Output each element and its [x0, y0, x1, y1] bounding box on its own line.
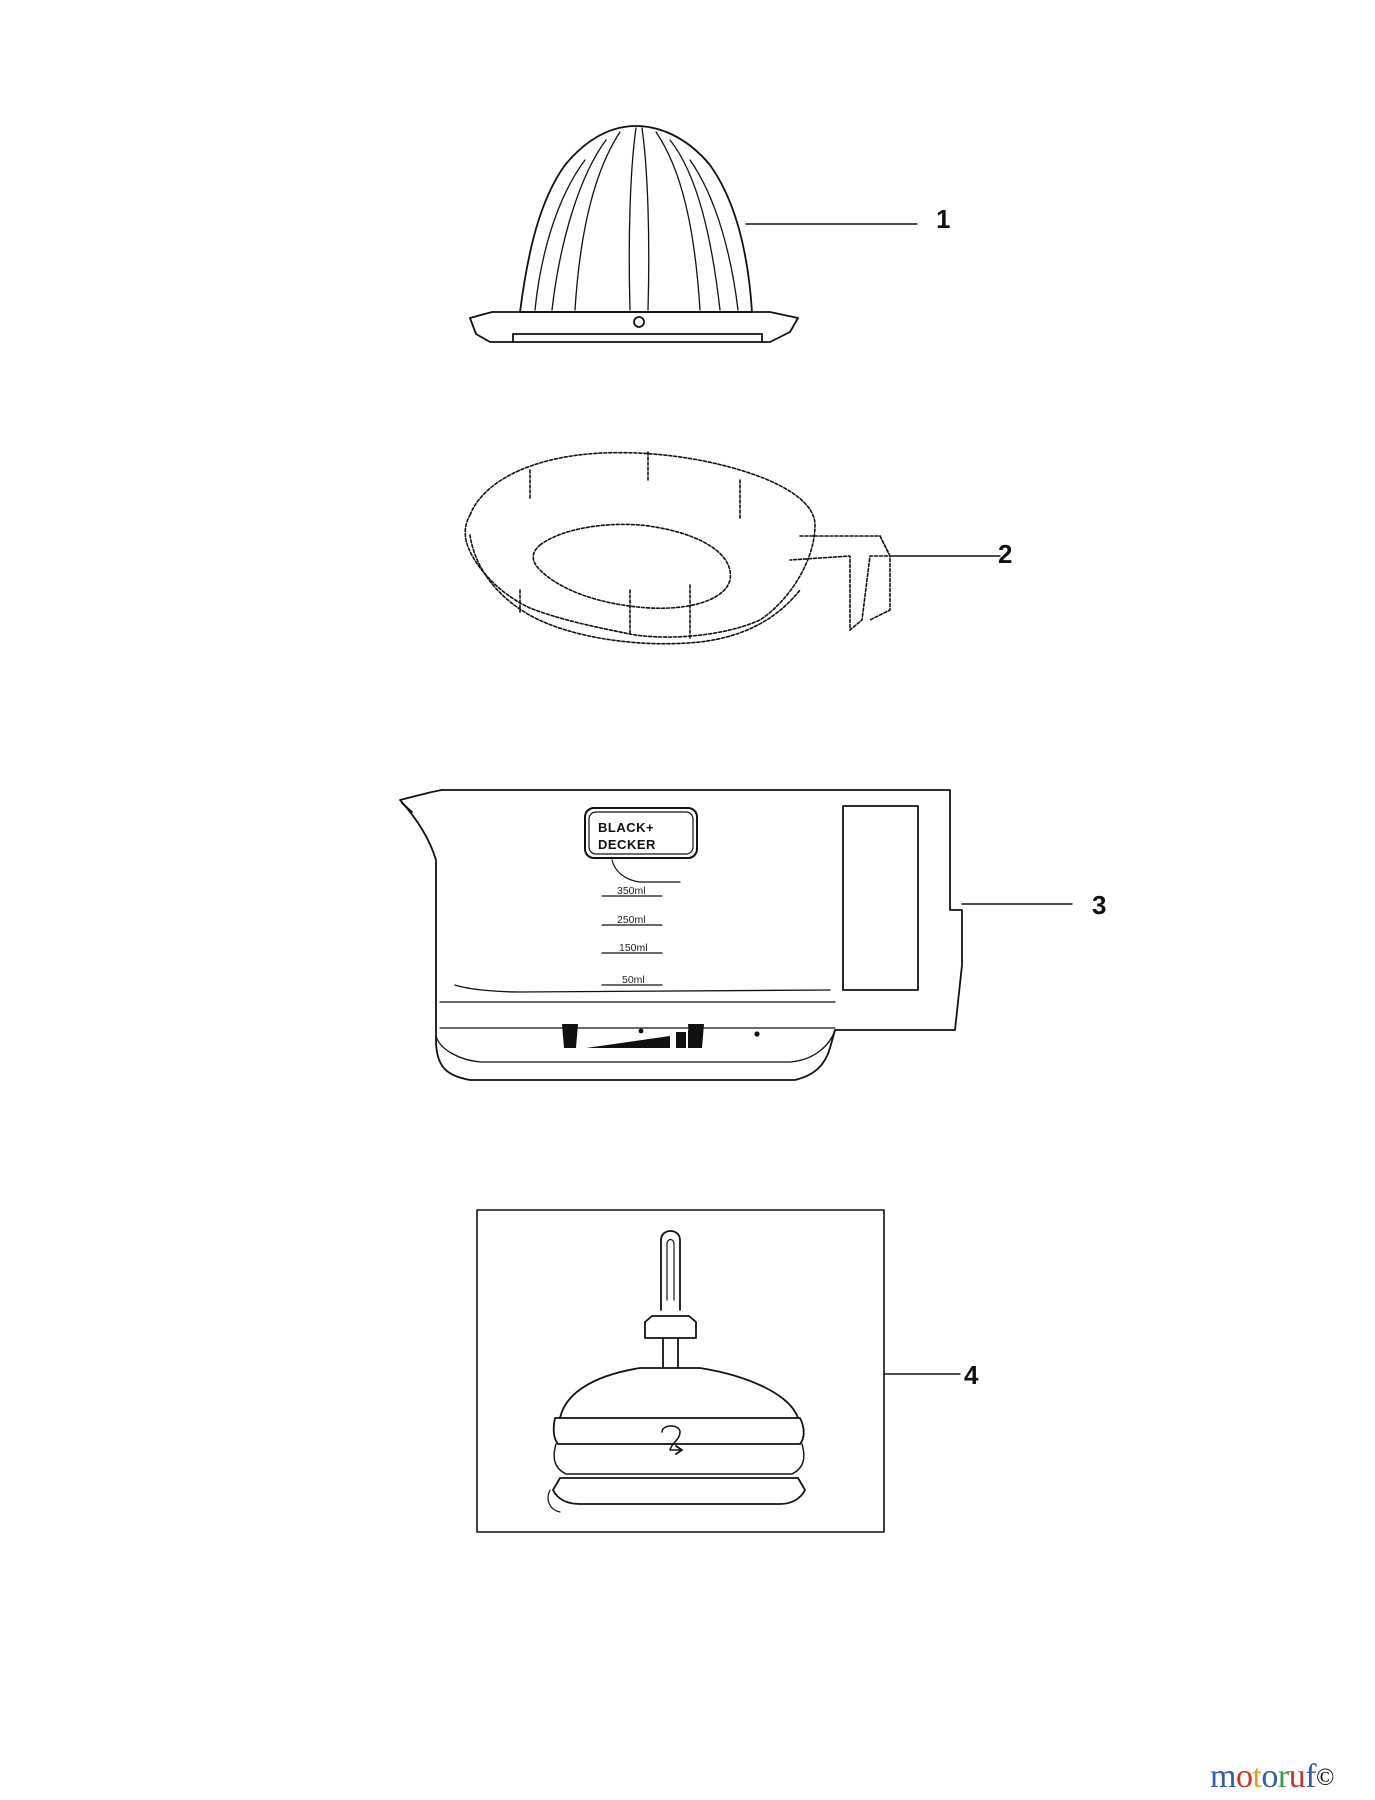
copyright-icon: © — [1316, 1765, 1334, 1791]
callout-1: 1 — [936, 204, 950, 234]
watermark-letter: u — [1288, 1758, 1306, 1795]
juicer-cone — [469, 125, 918, 343]
motor-base — [476, 1209, 961, 1533]
graduation-150ml: 150ml — [619, 942, 648, 954]
watermark-letter: t — [1252, 1758, 1262, 1795]
brand-line-1: BLACK+ — [598, 820, 654, 835]
graduation-50ml: 50ml — [622, 974, 645, 986]
callout-2: 2 — [998, 539, 1012, 569]
strainer-basket — [464, 451, 1001, 645]
watermark-letter: m — [1210, 1758, 1236, 1795]
level-indicator — [562, 1024, 760, 1048]
callout-4: 4 — [964, 1360, 979, 1390]
graduation-250ml: 250ml — [617, 914, 646, 926]
callout-3: 3 — [1092, 890, 1106, 920]
watermark-letter: o — [1235, 1758, 1253, 1795]
juice-jug — [399, 789, 1073, 1081]
brand-line-2: DECKER — [598, 837, 656, 852]
graduation-350ml: 350ml — [617, 885, 646, 897]
watermark-letter: r — [1277, 1758, 1289, 1795]
watermark-letter: f — [1305, 1758, 1317, 1795]
watermark-logo: motoruf© — [1210, 1758, 1334, 1796]
watermark-letter: o — [1261, 1758, 1278, 1795]
